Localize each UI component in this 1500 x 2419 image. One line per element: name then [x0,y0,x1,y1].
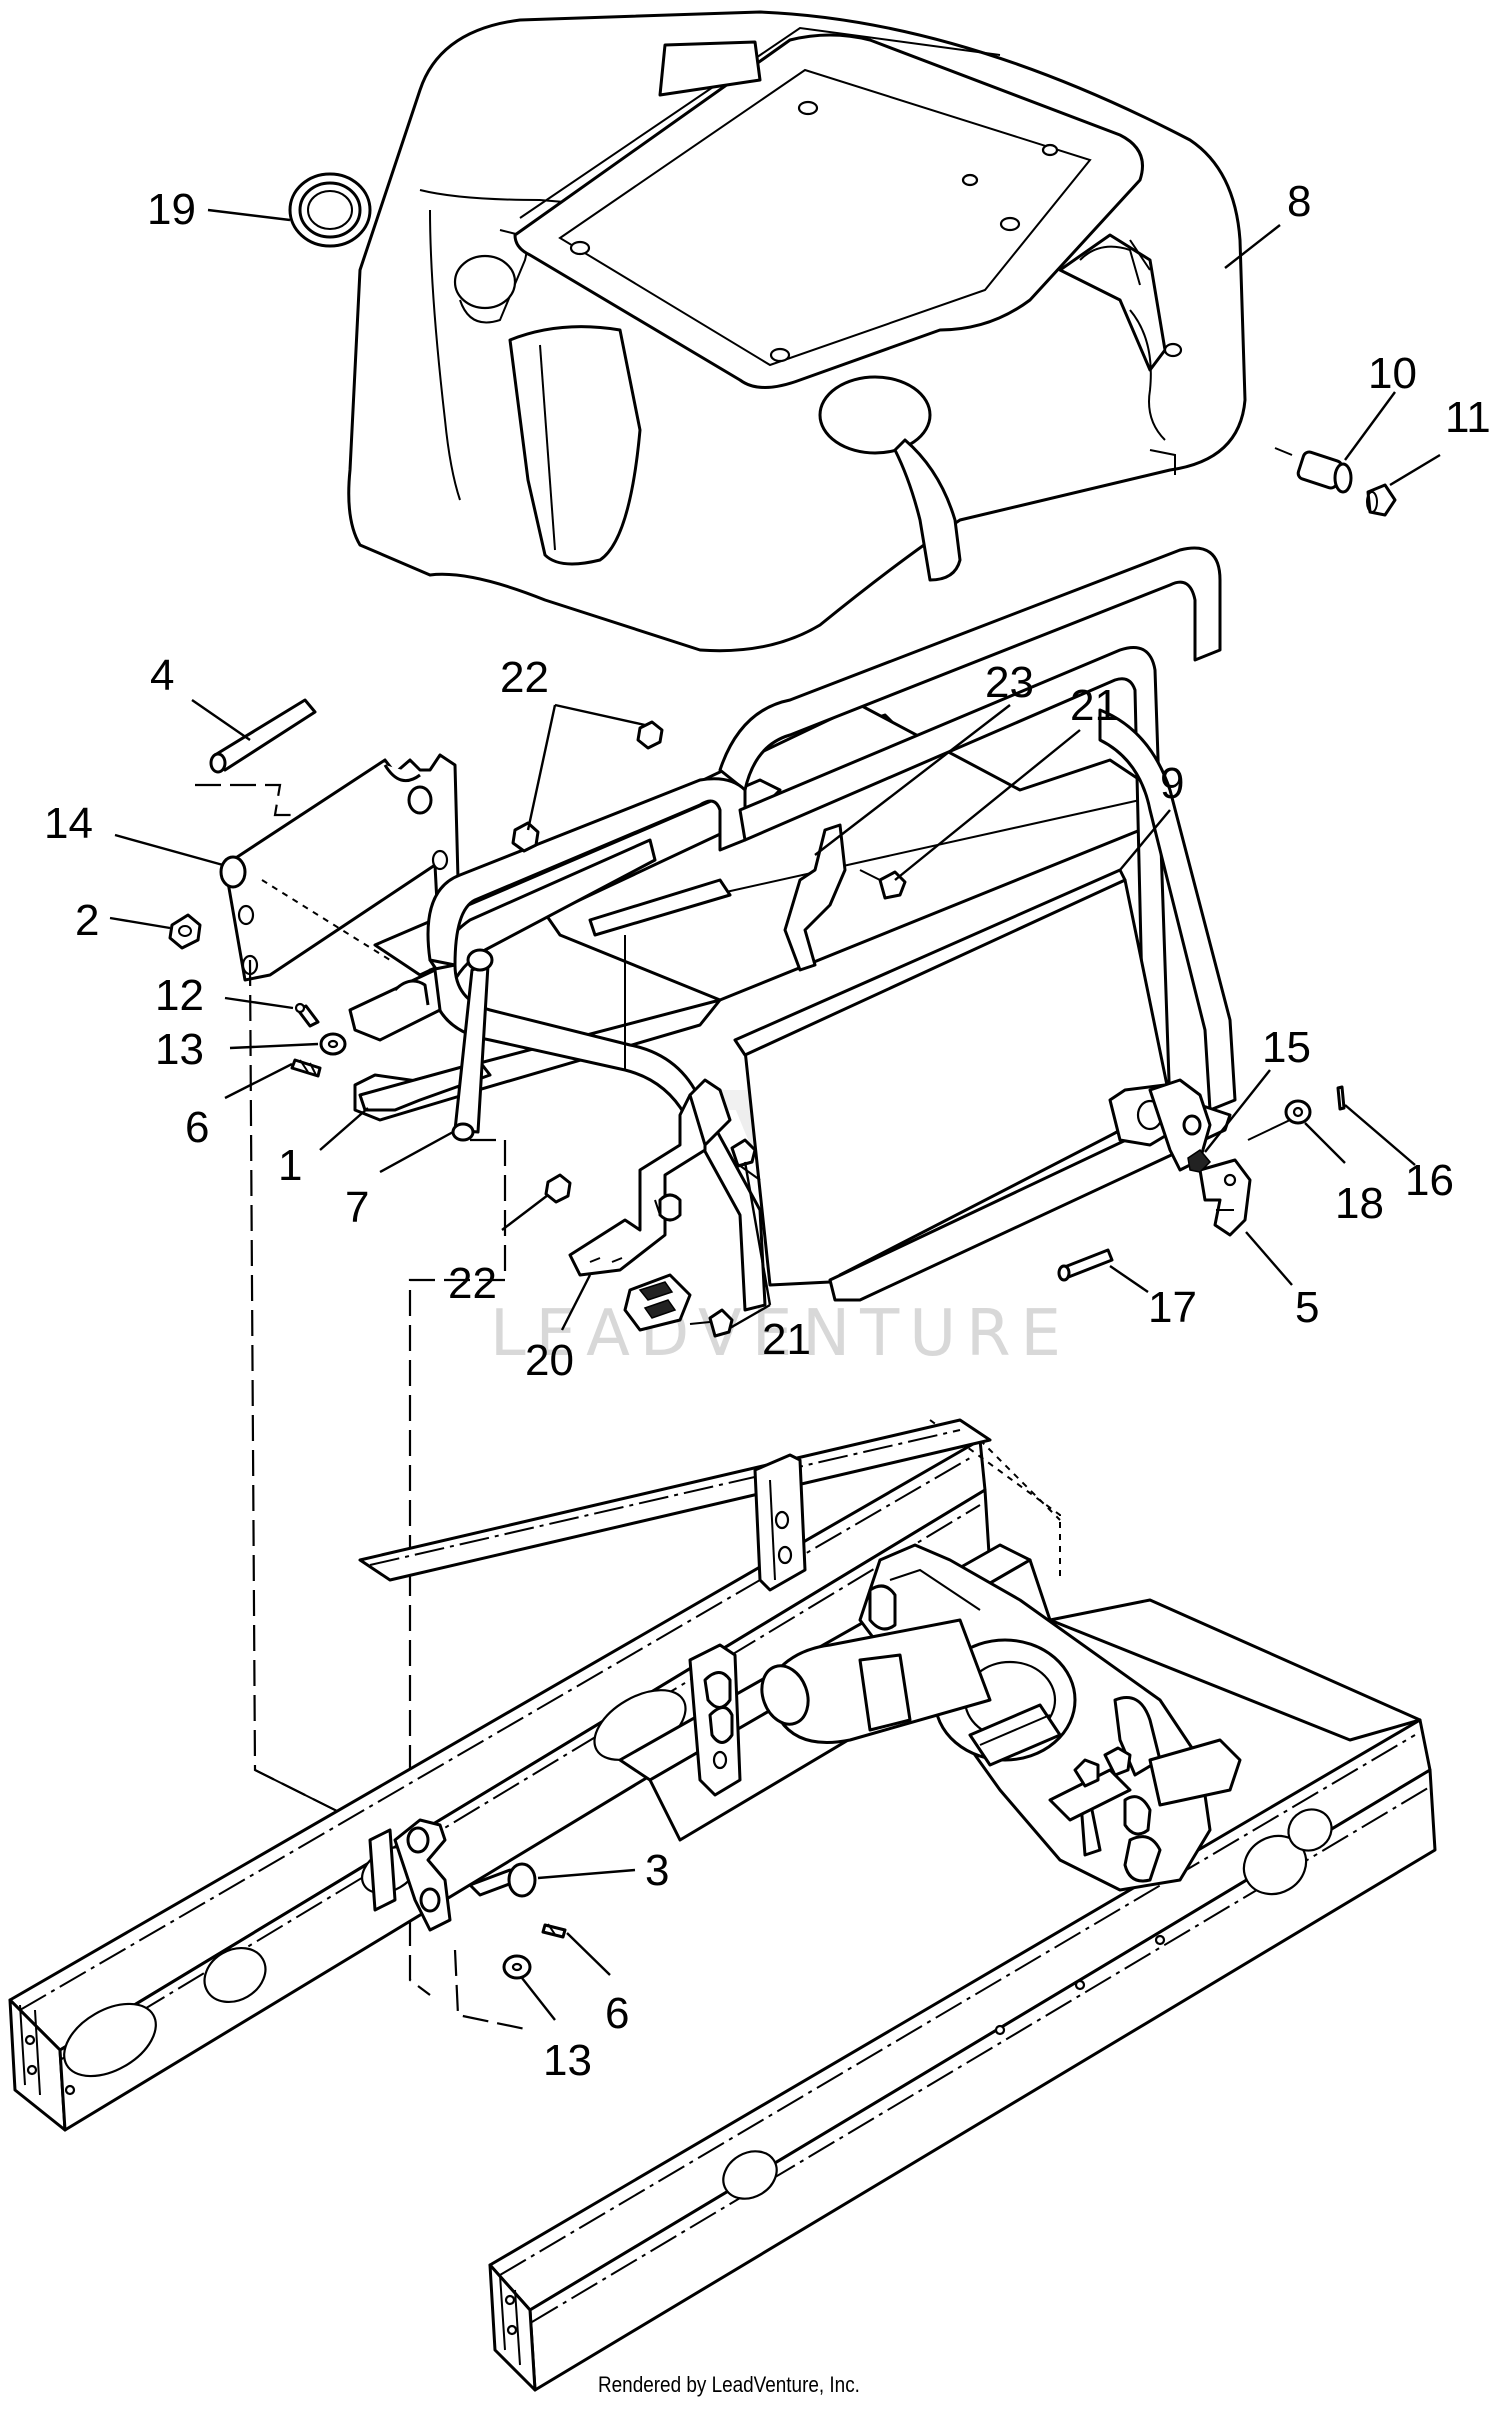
mount-bracket [688,1453,807,1797]
switch-bracket [544,1078,761,1338]
frame-rail-right [488,1718,1437,2392]
hairpin-upper [290,1058,322,1078]
callout-16: 16 [1405,1156,1454,1205]
callout-7: 7 [345,1183,369,1232]
render-credit: Rendered by LeadVenture, Inc. [598,2372,860,2397]
callout-13-upper: 13 [155,1025,204,1074]
callout-19: 19 [147,185,196,234]
callout-22-lower: 22 [448,1259,497,1308]
callout-3: 3 [645,1846,669,1895]
callout-17: 17 [1148,1283,1197,1332]
callout-6-upper: 6 [185,1103,209,1152]
callout-22-upper: 22 [500,653,549,702]
latch-assembly [1057,1078,1346,1282]
cotter-pin [294,1002,320,1028]
pivot-arm [760,1543,1242,1892]
callout-1: 1 [278,1141,302,1190]
washer-upper [319,1032,347,1056]
callout-21-lower: 21 [762,1315,811,1364]
watermark-text: LEADVENTURE [490,1297,1071,1371]
nut-part [168,913,202,950]
callout-13-lower: 13 [543,2036,592,2085]
callout-9: 9 [1160,759,1184,808]
callout-18: 18 [1335,1179,1384,1228]
callout-12: 12 [155,971,204,1020]
callout-5: 5 [1295,1283,1319,1332]
callout-2: 2 [75,896,99,945]
callout-23: 23 [985,658,1034,707]
hairpin-lower [541,1923,567,1939]
seat-frame [353,546,1237,1312]
frame-bracket [368,1818,452,1932]
frame-rail-left [8,1438,992,2132]
callout-8: 8 [1287,177,1311,226]
callout-14: 14 [44,799,93,848]
callout-11: 11 [1445,393,1491,442]
seal-part [288,172,372,248]
washer-lower [502,1954,532,1980]
leader-lines [109,208,1441,2021]
callout-6-lower: 6 [605,1989,629,2038]
callout-21-upper: 21 [1070,681,1119,730]
callout-4: 4 [150,651,174,700]
support-rod [348,948,494,1142]
pivot-rod [209,698,317,774]
callout-20: 20 [525,1336,574,1385]
clevis-pin [468,1862,537,1898]
plug-part [1366,483,1397,517]
callout-10: 10 [1368,349,1417,398]
callout-15: 15 [1262,1023,1311,1072]
bumper-part [1274,447,1353,494]
seat-pan [347,10,1247,653]
callout-labels: 19 8 10 11 4 22 23 21 9 14 2 12 13 6 1 7… [44,177,1491,2085]
